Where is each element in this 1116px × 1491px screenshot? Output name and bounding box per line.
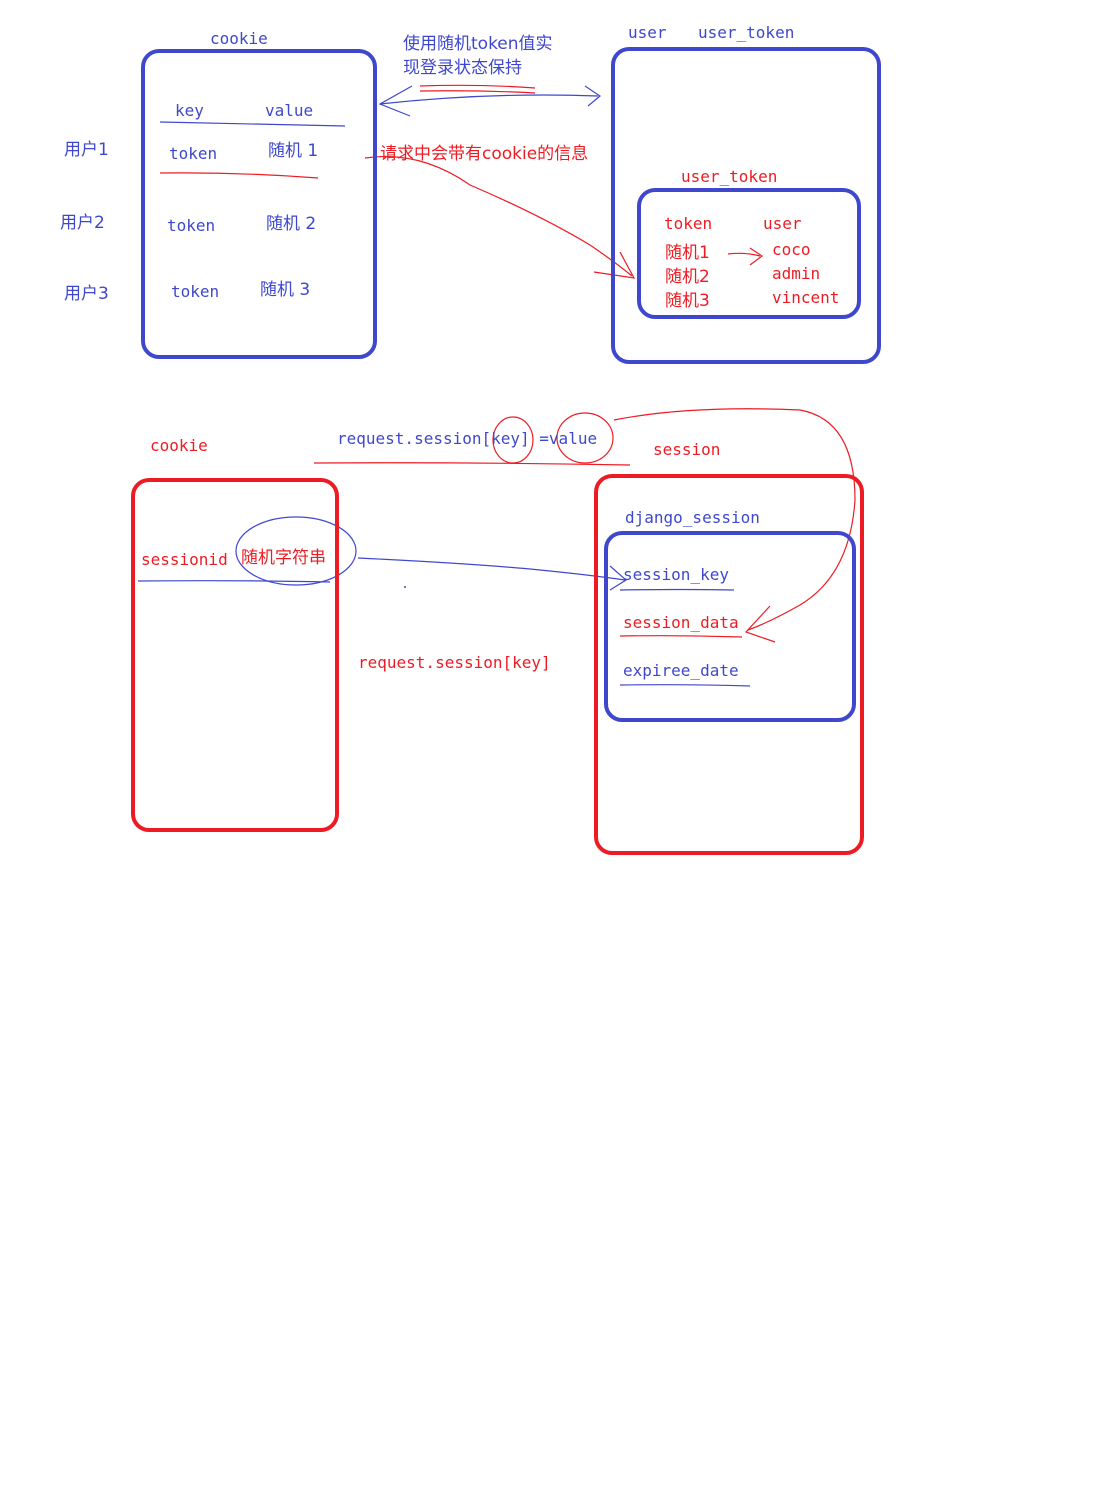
- user-token-inner-box: [637, 188, 861, 319]
- row2-value: 随机 2: [266, 214, 317, 234]
- row1-token: token: [169, 144, 218, 163]
- session-title: session: [653, 440, 721, 459]
- value-circle: [556, 412, 614, 464]
- random-string-circle: [235, 516, 357, 586]
- bottom-cookie-title: cookie: [150, 436, 208, 455]
- token-note-line1: 使用随机token值实: [403, 34, 553, 54]
- request-cookie-note: 请求中会带有cookie的信息: [380, 144, 589, 164]
- session-key-arrow-head: [609, 565, 628, 591]
- double-arrow: [379, 94, 599, 105]
- session-box: [594, 474, 864, 855]
- inner-user-2: admin: [772, 264, 821, 283]
- request-arrow-head: [593, 251, 636, 279]
- cookie-header-key: key: [175, 101, 204, 120]
- cookie-table-box: [141, 49, 377, 359]
- django-session-box: [604, 531, 856, 722]
- row3-token: token: [171, 282, 220, 301]
- inner-user-3: vincent: [772, 288, 840, 307]
- sessionid-underline: [137, 580, 331, 583]
- double-arrow-right-head: [584, 85, 602, 107]
- token-user-arrow: [727, 252, 761, 257]
- assign-expression: request.session[key] =value: [337, 429, 598, 448]
- inner-token-2: 随机2: [665, 267, 710, 287]
- inner-token-3: 随机3: [665, 291, 710, 311]
- cookie-title: cookie: [210, 29, 268, 48]
- inner-user-1: coco: [772, 240, 811, 259]
- cookie-header-underline: [159, 121, 346, 127]
- row2-token: token: [167, 216, 216, 235]
- row3-value: 随机 3: [260, 280, 311, 300]
- expiree-date-underline: [619, 684, 751, 687]
- user-table-box: [611, 47, 881, 364]
- inner-header-user: user: [763, 214, 802, 233]
- user-title: user: [628, 23, 667, 42]
- inner-token-1: 随机1: [665, 243, 710, 263]
- user-label-3: 用户3: [64, 284, 109, 304]
- cookie-header-value: value: [265, 101, 314, 120]
- sessionid-label: sessionid: [141, 550, 228, 569]
- inner-header-token: token: [664, 214, 713, 233]
- token-user-arrow-head: [749, 247, 764, 266]
- note-underline: [419, 84, 536, 94]
- session-data-underline: [619, 635, 743, 638]
- cookie-row1-underline: [159, 172, 319, 179]
- row1-value: 随机 1: [268, 141, 319, 161]
- user-label-1: 用户1: [64, 140, 109, 160]
- stray-dot: [404, 586, 406, 588]
- inner-user-token-title: user_token: [681, 167, 778, 186]
- read-expression: request.session[key]: [358, 653, 551, 672]
- user-label-2: 用户2: [60, 213, 105, 233]
- value-arrow-head: [744, 605, 776, 643]
- sessionid-value: 随机字符串: [241, 548, 326, 568]
- assign-underline: [313, 462, 631, 466]
- field-session-key: session_key: [623, 565, 729, 584]
- user-token-title: user_token: [698, 23, 795, 42]
- session-key-underline: [619, 588, 735, 591]
- django-session-title: django_session: [625, 508, 760, 527]
- key-circle: [492, 416, 534, 464]
- double-arrow-left-head: [378, 85, 413, 117]
- sessionid-to-session-key-arrow: [357, 557, 626, 581]
- cookie-box-bottom: [131, 478, 339, 832]
- request-arrow: [364, 155, 633, 277]
- field-expiree-date: expiree_date: [623, 661, 739, 680]
- token-note-line2: 现登录状态保持: [403, 58, 522, 78]
- field-session-data: session_data: [623, 613, 739, 632]
